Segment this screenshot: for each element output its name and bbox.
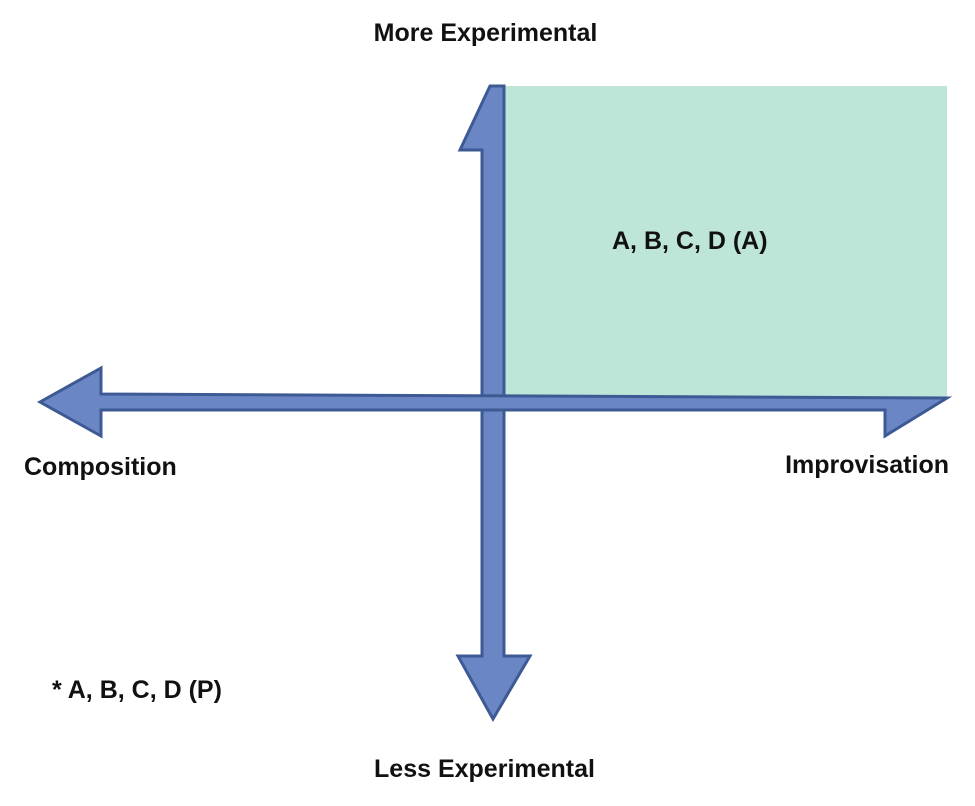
- axis-label-bottom: Less Experimental: [374, 755, 595, 783]
- axis-label-top: More Experimental: [373, 19, 598, 47]
- highlighted-quadrant: [490, 86, 947, 397]
- horizontal-axis-arrow: [36, 365, 953, 439]
- footnote-label: * A, B, C, D (P): [52, 676, 222, 704]
- axis-label-right: Improvisation: [785, 451, 949, 479]
- axis-label-left: Composition: [24, 453, 177, 481]
- quadrant-label: A, B, C, D (A): [612, 227, 768, 255]
